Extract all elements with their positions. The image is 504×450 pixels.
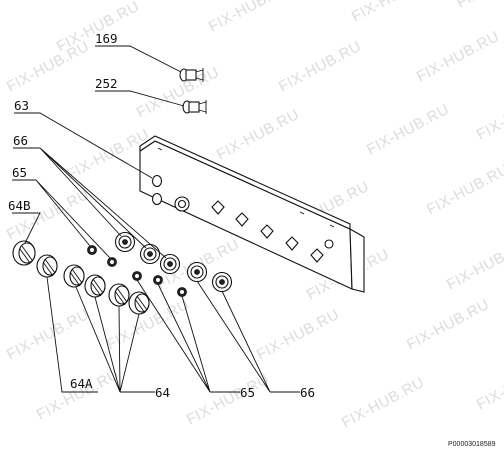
watermark-text: FIX-HUB.RU xyxy=(4,306,92,364)
watermark-text: FIX-HUB.RU xyxy=(349,0,437,26)
callout-66-bottom: 66 xyxy=(300,385,315,400)
bezel-ring-66-e xyxy=(211,271,233,293)
knob-64-d xyxy=(128,291,150,315)
watermark-text: FIX-HUB.RU xyxy=(339,374,427,432)
watermark-text: FIX-HUB.RU xyxy=(276,38,364,96)
watermark-text: FIX-HUB.RU xyxy=(414,28,502,86)
part-252 xyxy=(182,100,207,114)
watermark-text: FIX-HUB.RU xyxy=(214,106,302,164)
bezel-ring-66-b xyxy=(139,243,161,265)
knob-64-c xyxy=(108,283,130,307)
knob-64A xyxy=(36,254,58,278)
callout-169: 169 xyxy=(95,31,118,46)
watermark-text: FIX-HUB.RU xyxy=(206,0,294,36)
bezel-ring-66-d xyxy=(186,261,208,283)
watermark-text: FIX-HUB.RU xyxy=(364,101,452,159)
watermark-text: FIX-HUB.RU xyxy=(474,86,504,144)
watermark-text: FIX-HUB.RU xyxy=(184,371,272,429)
knob-64-b xyxy=(84,274,106,298)
control-panel-63 xyxy=(139,135,365,293)
callout-63: 63 xyxy=(14,98,29,113)
callout-252: 252 xyxy=(95,76,118,91)
watermark-text: FIX-HUB.RU xyxy=(444,236,504,294)
watermark-text: FIX-HUB.RU xyxy=(4,38,92,96)
callout-65-top: 65 xyxy=(12,165,27,180)
watermark-text: FIX-HUB.RU xyxy=(454,0,504,12)
callout-66-top: 66 xyxy=(13,133,28,148)
clip-65-a xyxy=(87,245,97,255)
watermark-text: FIX-HUB.RU xyxy=(474,356,504,414)
document-id: P00003018589 xyxy=(448,441,496,448)
watermark-text: FIX-HUB.RU xyxy=(34,366,122,424)
knob-64B xyxy=(12,240,36,266)
callout-65-bottom: 65 xyxy=(240,385,255,400)
clip-65-c xyxy=(132,271,142,281)
knob-64-a xyxy=(63,264,85,288)
clip-65-b xyxy=(107,257,117,267)
watermark-text: FIX-HUB.RU xyxy=(134,64,222,122)
clip-65-d xyxy=(153,275,163,285)
clip-65-e xyxy=(177,287,187,297)
part-169 xyxy=(179,68,204,82)
callout-64B: 64B xyxy=(8,198,31,213)
bezel-ring-66-a xyxy=(114,231,136,253)
bezel-ring-66-c xyxy=(159,253,181,275)
callout-64: 64 xyxy=(155,385,170,400)
watermark-text: FIX-HUB.RU xyxy=(254,306,342,364)
leader-lines xyxy=(12,45,300,393)
watermark-text: FIX-HUB.RU xyxy=(424,161,504,219)
callout-64A: 64A xyxy=(70,376,93,391)
watermark-text: FIX-HUB.RU xyxy=(404,296,492,354)
